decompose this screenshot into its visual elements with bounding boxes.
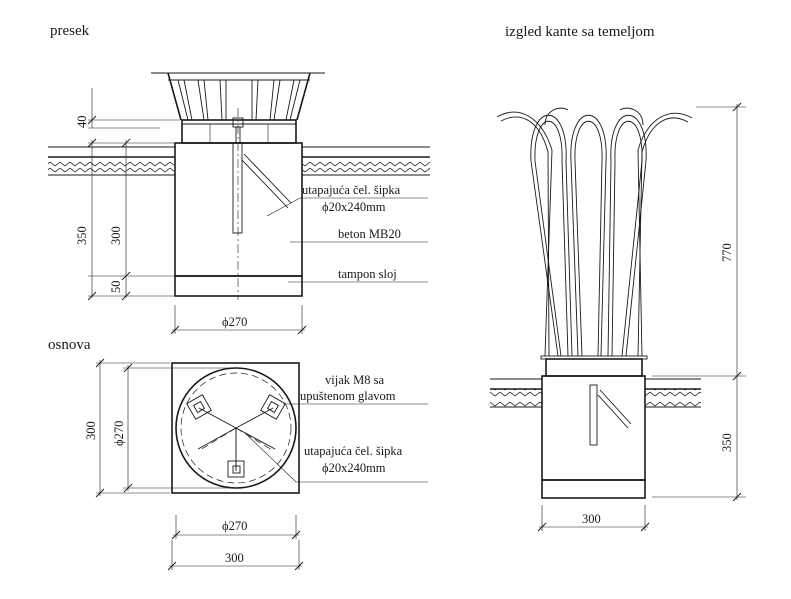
dim-view-350: 350	[720, 433, 734, 452]
rod-plan-size: ϕ20x240mm	[322, 461, 386, 475]
plan-drawing	[171, 362, 428, 494]
section-dimensions	[87, 88, 307, 335]
dim-plan-d270-h: ϕ270	[222, 519, 247, 533]
bolt-label-2: upuštenom glavom	[300, 389, 396, 403]
plan-title: osnova	[48, 337, 91, 353]
dim-sec-d270: ϕ270	[222, 315, 247, 329]
dim-view-770: 770	[720, 243, 734, 262]
dim-sec-40: 40	[75, 116, 89, 129]
section-drawing	[48, 72, 430, 300]
dim-sec-50: 50	[109, 281, 123, 294]
dim-view-300: 300	[582, 512, 601, 526]
plan-dimensions	[95, 358, 304, 571]
bolt-label: vijak M8 sa	[325, 373, 384, 387]
dim-plan-300-h: 300	[225, 551, 244, 565]
section-title: presek	[50, 23, 90, 39]
rod-section-size: ϕ20x240mm	[322, 200, 386, 214]
dim-sec-350: 350	[75, 226, 89, 245]
view-dimensions	[537, 102, 746, 532]
rod-section-label: utapajuća čel. šipka	[302, 183, 401, 197]
dim-sec-300: 300	[109, 226, 123, 245]
view-drawing	[490, 107, 701, 499]
dim-plan-d270-v: ϕ270	[112, 421, 126, 446]
rod-plan-label: utapajuća čel. šipka	[304, 444, 403, 458]
concrete-label: beton MB20	[338, 227, 401, 241]
gravel-label: tampon sloj	[338, 267, 397, 281]
view-title: izgled kante sa temeljom	[505, 24, 655, 40]
dim-plan-300-v: 300	[84, 421, 98, 440]
